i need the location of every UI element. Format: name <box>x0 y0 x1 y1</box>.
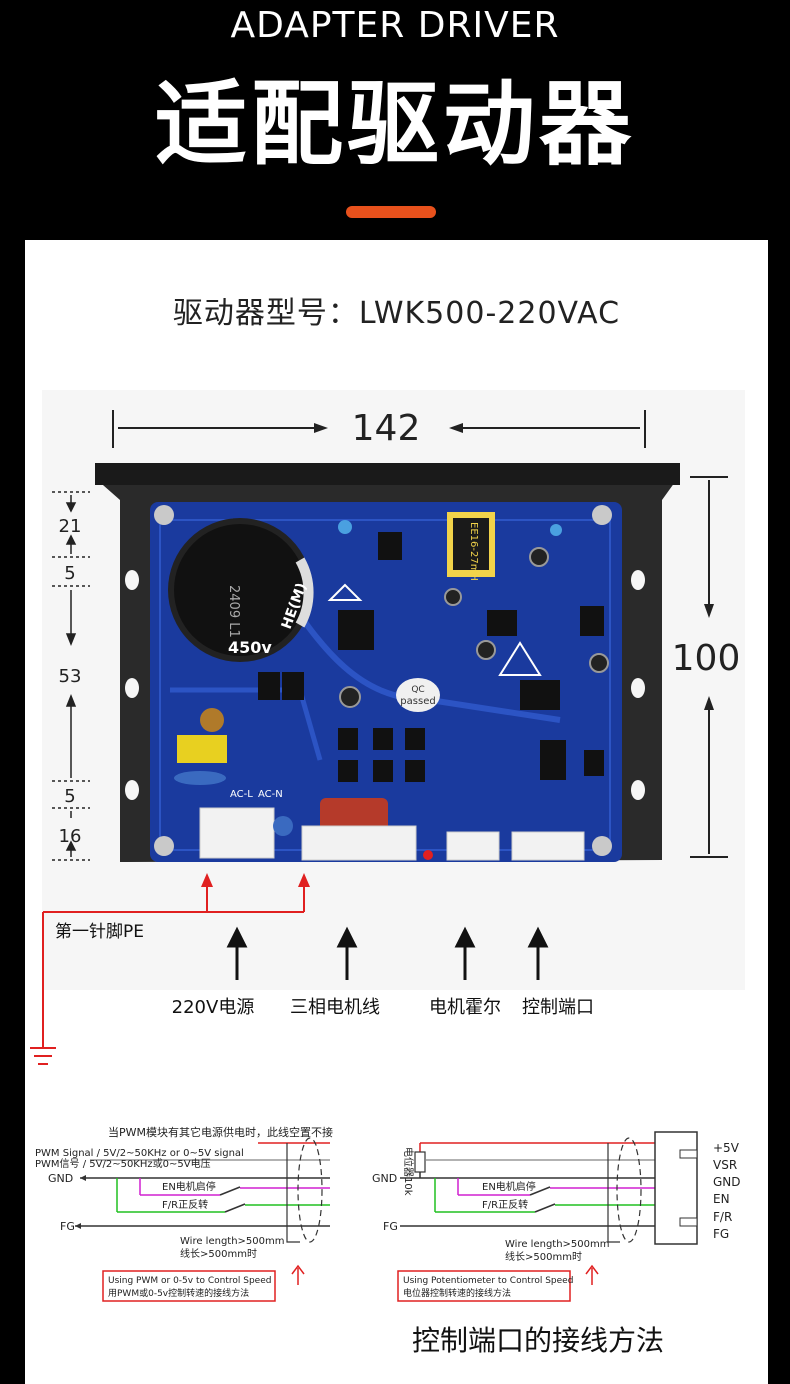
power-label: 220V电源 <box>172 997 255 1018</box>
ground-icon <box>30 1047 56 1065</box>
pin-fg: FG <box>713 1227 729 1241</box>
pot-box-en: Using Potentiometer to Control Speed <box>403 1276 573 1286</box>
power-connector <box>199 807 275 859</box>
ic-chip <box>338 610 374 650</box>
control-label: 控制端口 <box>522 997 594 1018</box>
pe-label: 第一针脚PE <box>55 922 144 942</box>
motor-connector <box>301 825 417 861</box>
ic-chip <box>584 750 604 776</box>
qc-line2: passed <box>400 696 435 707</box>
left-dimensions <box>52 491 90 861</box>
dim-21: 21 <box>59 516 82 537</box>
ic-chip <box>378 532 402 560</box>
ac-n-label: AC-N <box>258 789 283 800</box>
pin-vsr: VSR <box>713 1158 737 1172</box>
pwm-method-box <box>102 1270 276 1302</box>
pin-en: EN <box>713 1192 730 1206</box>
gnd-label-left: GND <box>48 1172 73 1185</box>
pwm-note: 当PWM模块有其它电源供电时，此线空置不接 <box>108 1125 333 1139</box>
capacitor-code: 2409 L1 <box>226 585 241 638</box>
pot-label: 电位器10k <box>402 1147 415 1196</box>
screw-icon <box>154 505 174 525</box>
model-label: 驱动器型号：LWK500-220VAC <box>172 296 621 331</box>
pot-method-box <box>397 1270 571 1302</box>
wire-length-cn-right: 线长>500mm时 <box>505 1250 582 1263</box>
screw-icon <box>592 836 612 856</box>
wire-length-en-left: Wire length>500mm <box>180 1236 285 1247</box>
accent-bar <box>346 206 436 218</box>
dim-53: 53 <box>59 666 82 687</box>
height-value: 100 <box>672 638 741 679</box>
gnd-label-right: GND <box>372 1172 397 1185</box>
x-capacitor <box>177 735 227 763</box>
screw-icon <box>592 505 612 525</box>
ic-chip <box>520 680 560 710</box>
dim-16: 16 <box>59 826 82 847</box>
warning-icon <box>327 583 363 601</box>
ac-l-label: AC-L <box>230 789 253 800</box>
transformer-label: EE16-27mH <box>468 522 479 581</box>
potentiometer-icon <box>414 1151 426 1173</box>
pwm-signal-en: PWM Signal / 5V/2~50KHz or 0~5V signal <box>35 1148 244 1159</box>
motor-label: 三相电机线 <box>290 997 380 1018</box>
warning-icon <box>498 641 542 676</box>
pwm-signal-cn: PWM信号 / 5V/2~50KHz或0~5V电压 <box>35 1157 211 1170</box>
connector-callouts <box>30 873 549 1065</box>
en-label-right: EN电机启停 <box>482 1180 536 1193</box>
hall-label: 电机霍尔 <box>429 997 501 1018</box>
ic-chip <box>540 740 566 780</box>
pwm-box-cn: 用PWM或0-5v控制转速的接线方法 <box>108 1287 249 1299</box>
screw-icon <box>200 708 224 732</box>
control-connector-block <box>654 1131 698 1245</box>
pcb-board: 2409 L1 HE(M) 450v EE16-27mH QC passed <box>150 502 622 862</box>
pin-5v: +5V <box>713 1141 740 1155</box>
height-dimension: 100 <box>672 476 741 858</box>
pin-fr: F/R <box>713 1210 732 1224</box>
control-connector <box>511 831 585 861</box>
capacitor-voltage: 450v <box>228 638 272 657</box>
fg-label-left: FG <box>60 1220 75 1233</box>
mosfet-row <box>258 672 425 782</box>
wire-length-en-right: Wire length>500mm <box>505 1239 610 1250</box>
dim-5-bottom: 5 <box>64 786 75 807</box>
screw-icon <box>154 836 174 856</box>
ic-chip <box>580 606 604 636</box>
pwm-box-en: Using PWM or 0-5v to Control Speed <box>108 1276 271 1286</box>
fr-label-right: F/R正反转 <box>482 1198 528 1211</box>
wiring-diagram-pot <box>397 1131 698 1302</box>
qc-line1: QC <box>411 685 424 695</box>
fr-label-left: F/R正反转 <box>162 1198 208 1211</box>
width-value: 142 <box>352 408 421 449</box>
qc-sticker <box>396 678 440 712</box>
header-title-cn: 适配驱动器 <box>154 71 635 178</box>
wiring-caption: 控制端口的接线方法 <box>412 1324 664 1357</box>
pin-gnd: GND <box>713 1175 741 1189</box>
led-icon <box>423 850 433 860</box>
en-label-left: EN电机启停 <box>162 1180 216 1193</box>
dim-5-top: 5 <box>64 563 75 584</box>
hall-connector <box>446 831 500 861</box>
wiring-diagram-pwm <box>75 1137 330 1302</box>
fg-label-right: FG <box>383 1220 398 1233</box>
width-dimension: 142 <box>112 408 646 449</box>
ic-chip <box>487 610 517 636</box>
header-title-en: ADAPTER DRIVER <box>230 5 560 46</box>
wire-length-cn-left: 线长>500mm时 <box>180 1247 257 1260</box>
pot-box-cn: 电位器控制转速的接线方法 <box>403 1287 511 1299</box>
